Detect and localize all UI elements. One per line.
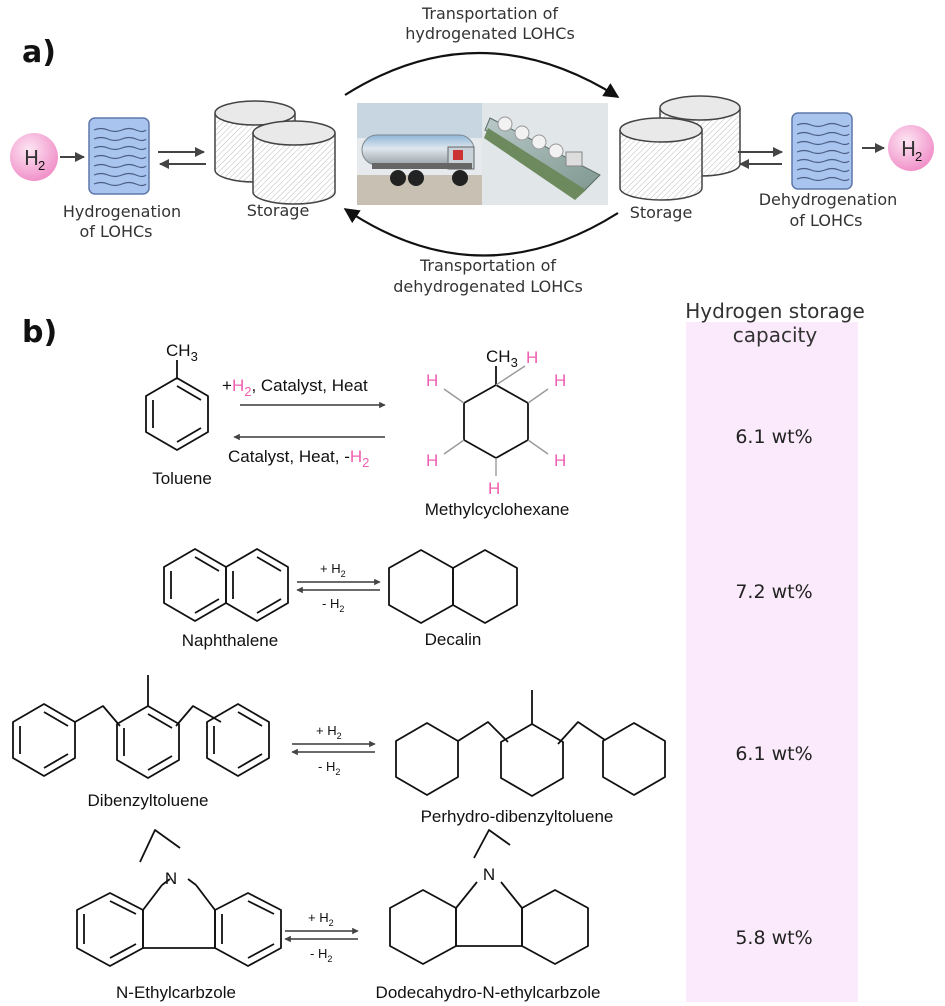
transport-bottom-label-1: Transportation of	[419, 256, 556, 275]
h2-out-sub: 2	[915, 149, 922, 164]
dehydrogenation-reactor-icon	[791, 112, 853, 190]
decalin-structure	[388, 549, 518, 624]
row4-reverse: - H2	[310, 946, 332, 964]
dodecahydro-n-ethylcarbazole-structure	[389, 829, 589, 965]
hydrogenation-label-2: of LOHCs	[80, 222, 153, 241]
transport-bottom-label-2: dehydrogenated LOHCs	[393, 277, 583, 296]
mch-h-upper-right: H	[554, 371, 566, 390]
dibenzyltoluene-structure	[12, 675, 270, 779]
dodecahydro-n-atom: N	[483, 865, 495, 884]
capacity-header-1: Hydrogen storage	[685, 299, 865, 323]
n-ethylcarbazole-structure	[76, 829, 282, 967]
n-ethylcarbazole-n-atom: N	[165, 869, 177, 888]
equilibrium-arrows-left	[158, 147, 206, 169]
storage-right-label: Storage	[630, 203, 693, 222]
naphthalene-structure	[163, 548, 289, 622]
dibenzyltoluene-label: Dibenzyltoluene	[88, 791, 209, 810]
panel-a-label: a)	[22, 35, 56, 70]
dehydrogenation-label-1: Dehydrogenation	[759, 190, 898, 209]
storage-tanks-right-icon	[619, 95, 741, 201]
h2-out-text: H	[901, 137, 916, 161]
n-ethylcarbazole-label: N-Ethylcarbzole	[116, 983, 236, 1002]
methylcyclohexane-structure	[443, 365, 549, 476]
row2-forward: + H2	[320, 561, 346, 579]
dodecahydro-n-ethylcarbazole-label: Dodecahydro-N-ethylcarbzole	[376, 983, 601, 1002]
mch-h-lower-right: H	[554, 451, 566, 470]
equilibrium-arrows-right	[738, 147, 783, 169]
row2-reverse: - H2	[322, 596, 344, 614]
panel-b-label: b)	[22, 315, 57, 350]
mch-h-top: H	[526, 348, 538, 367]
row3-forward: + H2	[316, 723, 342, 741]
storage-tanks-left-icon	[214, 100, 336, 205]
decalin-label: Decalin	[425, 630, 482, 649]
dehydrogenation-label-2: of LOHCs	[790, 211, 863, 230]
arrow-transport-bottom	[343, 208, 619, 257]
row1-reverse-conditions: Catalyst, Heat, -H2	[228, 447, 369, 470]
row1-forward-conditions: +H2, Catalyst, Heat	[222, 376, 368, 399]
storage-left-label: Storage	[247, 201, 310, 220]
ship-photo	[482, 103, 608, 205]
methylcyclohexane-label: Methylcyclohexane	[425, 500, 570, 519]
h2-input-bubble: H 2	[10, 133, 58, 181]
transport-top-label-1: Transportation of	[421, 4, 558, 23]
toluene-label: Toluene	[152, 469, 212, 488]
naphthalene-label: Naphthalene	[182, 631, 278, 650]
mch-h-bottom: H	[488, 479, 500, 498]
toluene-methyl: CH3	[166, 341, 198, 364]
truck-photo	[357, 103, 482, 205]
capacity-naphthalene: 7.2 wt%	[735, 581, 812, 603]
capacity-band	[686, 322, 858, 1002]
hydrogenation-label-1: Hydrogenation	[63, 202, 181, 221]
row3-reverse: - H2	[318, 759, 340, 777]
capacity-n-ethylcarbazole: 5.8 wt%	[735, 927, 812, 949]
perhydro-dibenzyltoluene-label: Perhydro-dibenzyltoluene	[421, 807, 614, 826]
transport-top-label-2: hydrogenated LOHCs	[405, 24, 575, 43]
mch-h-lower-left: H	[426, 451, 438, 470]
h2-output-bubble: H 2	[888, 125, 934, 171]
capacity-header-2: capacity	[733, 323, 818, 347]
hydrogenation-reactor-icon	[88, 117, 150, 195]
capacity-dibenzyltoluene: 6.1 wt%	[735, 743, 812, 765]
mch-methyl: CH3	[486, 347, 518, 370]
arrow-transport-top	[344, 51, 620, 98]
h2-in-sub: 2	[38, 158, 45, 173]
perhydro-dibenzyltoluene-structure	[395, 690, 666, 797]
mch-h-upper-left: H	[426, 371, 438, 390]
capacity-toluene: 6.1 wt%	[735, 426, 812, 448]
row4-forward: + H2	[308, 910, 334, 928]
toluene-structure	[145, 360, 209, 451]
h2-in-text: H	[24, 146, 39, 170]
